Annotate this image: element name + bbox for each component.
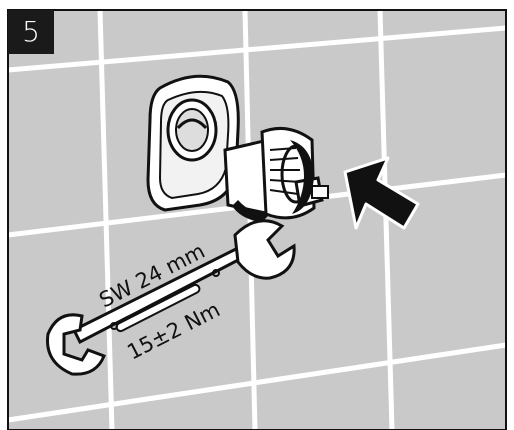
valve-cartridge-icon: [146, 74, 329, 222]
step-frame: [7, 9, 507, 430]
open-end-wrench-icon: [46, 219, 296, 376]
step-number-badge: 5: [8, 10, 54, 54]
push-arrow-icon: [343, 156, 420, 230]
